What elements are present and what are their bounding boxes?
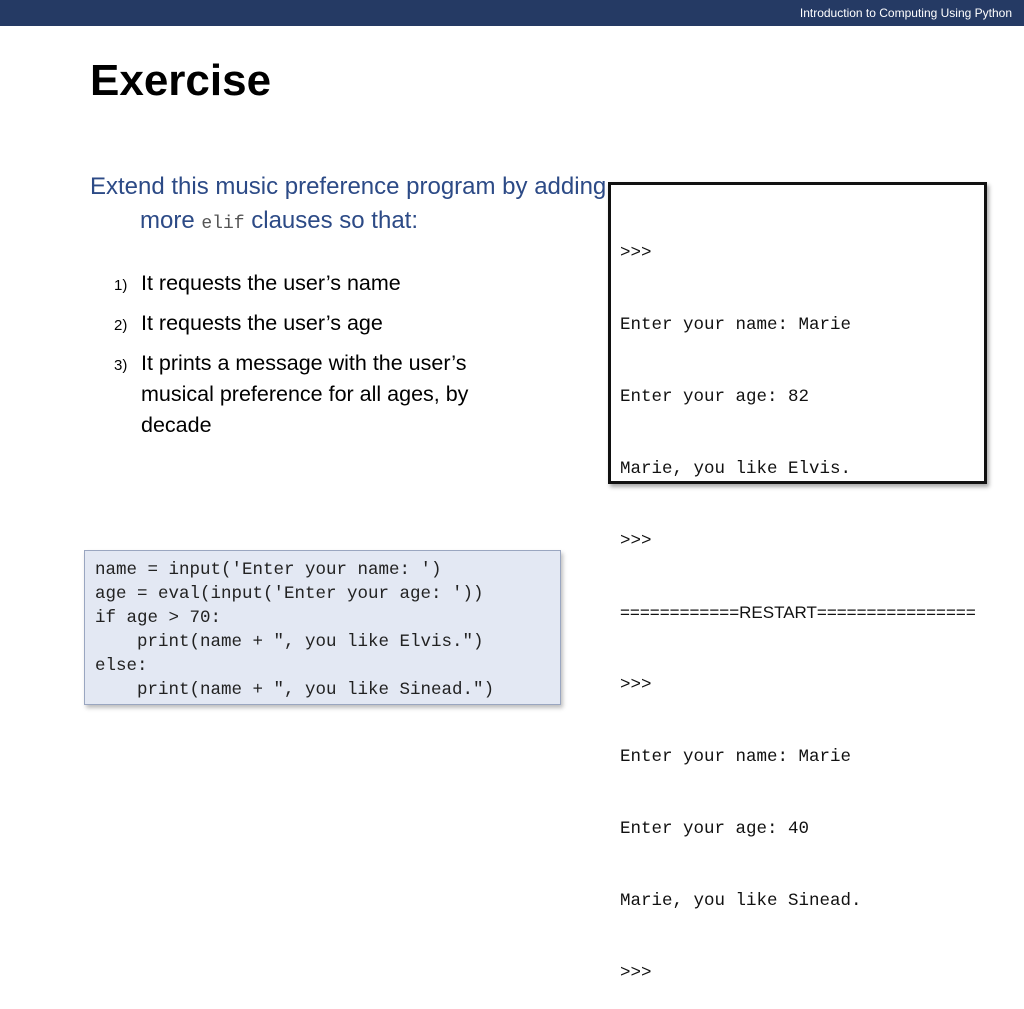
console-line: Enter your name: Marie [620,747,852,767]
intro-code-keyword: elif [201,214,245,234]
console-line: Marie, you like Elvis. [620,459,852,479]
header-bar: Introduction to Computing Using Python [0,0,1024,26]
console-line: Enter your age: 40 [620,819,810,839]
slide-title: Exercise [90,56,272,105]
list-number: 2) [114,317,128,334]
console-restart-line: ============RESTART================ [620,603,976,622]
requirements-list: 1) It requests the user’s name 2) It req… [110,268,530,450]
code-line: age = eval(input('Enter your age: ')) [95,584,484,604]
code-line: else: [95,656,148,676]
console-line: >>> [620,675,652,695]
exercise-intro: Extend this music preference program by … [90,170,640,241]
console-line: Enter your name: Marie [620,315,852,335]
console-line: >>> [620,963,652,983]
code-line: print(name + ", you like Sinead.") [95,680,495,700]
console-line: Enter your age: 82 [620,387,810,407]
list-item-text: It requests the user’s name [141,271,401,295]
intro-text-end: clauses so that: [244,207,419,234]
shell-output-box: >>> Enter your name: Marie Enter your ag… [608,182,987,983]
console-line: Marie, you like Sinead. [620,891,862,911]
list-item: 2) It requests the user’s age [110,308,530,339]
console-line: >>> [620,243,652,263]
list-item: 3) It prints a message with the user’s m… [110,348,530,441]
intro-text-start: Extend this music preference program by … [90,173,607,234]
list-number: 1) [114,277,128,294]
course-title: Introduction to Computing Using Python [799,6,1012,20]
console-line: >>> [620,531,652,551]
list-item-text: It requests the user’s age [141,311,383,335]
code-line: print(name + ", you like Elvis.") [95,632,484,652]
code-line: name = input('Enter your name: ') [95,560,442,580]
list-item: 1) It requests the user’s name [110,268,530,299]
code-line: if age > 70: [95,608,222,628]
list-number: 3) [114,357,128,374]
list-item-text: It prints a message with the user’s musi… [141,351,469,437]
code-box: name = input('Enter your name: ') age = e… [84,550,561,705]
